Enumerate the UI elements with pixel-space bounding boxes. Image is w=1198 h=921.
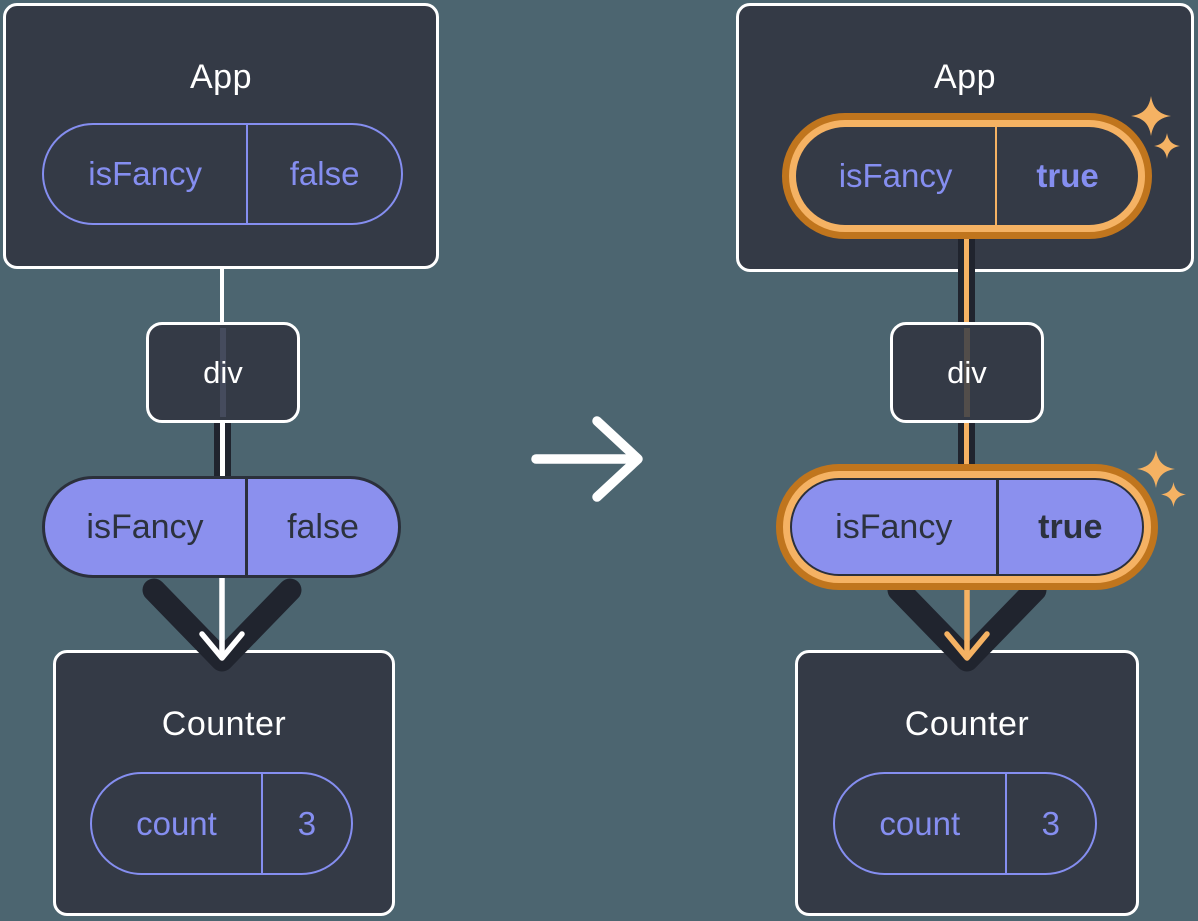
prop-value: false (287, 507, 359, 546)
div-label: div (203, 354, 243, 390)
prop-passthrough-stripe (964, 328, 970, 417)
edge-app-to-div (220, 267, 224, 325)
div-element-box-before: div (146, 322, 300, 423)
sparkle-icon-small (1154, 133, 1180, 159)
prop-name: isFancy (796, 127, 998, 225)
sparkle-icon-large (1131, 96, 1171, 136)
flow-arrow-icon-before (142, 572, 302, 672)
sparkle-icon-small (1161, 482, 1186, 507)
app-prop-pill-after: isFancy true (782, 113, 1152, 239)
prop-value: false (289, 155, 360, 192)
component-title: App (190, 58, 252, 96)
edge-div-to-prop-core (964, 423, 969, 480)
prop-passthrough-stripe (220, 328, 226, 417)
flow-arrow-icon-after (887, 572, 1047, 672)
counter-state-pill-before: count 3 (90, 772, 353, 875)
component-title: App (934, 58, 996, 96)
counter-state-pill-after: count 3 (833, 772, 1097, 875)
state-value: 3 (297, 804, 317, 842)
transition-arrow-icon (531, 416, 643, 502)
component-title: Counter (904, 705, 1030, 743)
prop-name: isFancy (45, 479, 248, 575)
prop-name: isFancy (44, 125, 249, 223)
sparkle-icon-large (1137, 450, 1175, 488)
div-element-box-after: div (890, 322, 1044, 423)
div-label: div (947, 354, 987, 390)
state-name: count (835, 774, 1007, 873)
state-value: 3 (1041, 804, 1060, 842)
app-prop-pill-before: isFancy false (42, 123, 403, 225)
edge-div-to-prop-core (220, 423, 225, 480)
edge-app-to-div-core (964, 234, 969, 322)
prop-name: isFancy (792, 480, 999, 574)
state-name: count (92, 774, 263, 873)
prop-value: true (1036, 157, 1099, 194)
prop-value: true (1038, 507, 1103, 546)
component-title: Counter (161, 705, 287, 743)
passed-prop-pill-before: isFancy false (42, 476, 401, 578)
passed-prop-pill-after: isFancy true (776, 464, 1158, 590)
